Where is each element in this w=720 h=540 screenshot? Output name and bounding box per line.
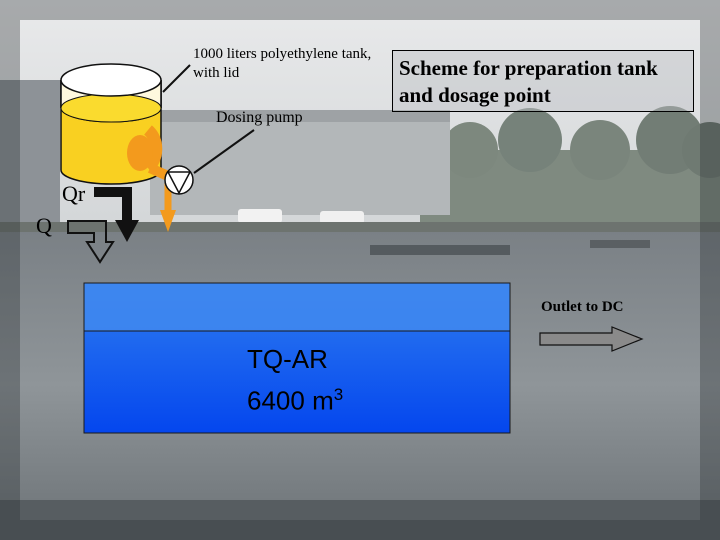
dosing-pump-icon — [164, 165, 194, 195]
scheme-title: Scheme for preparation tank and dosage p… — [392, 50, 694, 112]
recycle-arrow-icon — [94, 187, 139, 242]
preparation-tank — [60, 80, 162, 185]
inflow-arrow-icon — [67, 220, 115, 264]
tank-lid-icon — [60, 63, 162, 97]
recycle-flow-label: Qr — [62, 181, 86, 206]
photo-cars — [238, 209, 364, 224]
photo-tree-line — [420, 106, 720, 230]
chemical-flow-line — [127, 125, 176, 232]
basin-volume: 6400 m3 — [247, 378, 343, 418]
pump-label-pointer — [193, 129, 255, 174]
photo-building — [0, 80, 450, 230]
tank-label-pointer — [162, 64, 191, 93]
basin-name: TQ-AR — [247, 344, 328, 374]
outlet-label: Outlet to DC — [541, 299, 624, 315]
pump-label: Dosing pump — [216, 109, 303, 126]
basin-volume-exponent: 3 — [333, 385, 344, 404]
basin-volume-value: 6400 m — [247, 385, 334, 416]
outlet-arrow-icon — [539, 326, 644, 352]
tank-label: 1000 liters polyethylene tank, with lid — [193, 46, 372, 81]
inflow-label: Q — [36, 213, 52, 238]
aeration-basin — [83, 282, 511, 434]
